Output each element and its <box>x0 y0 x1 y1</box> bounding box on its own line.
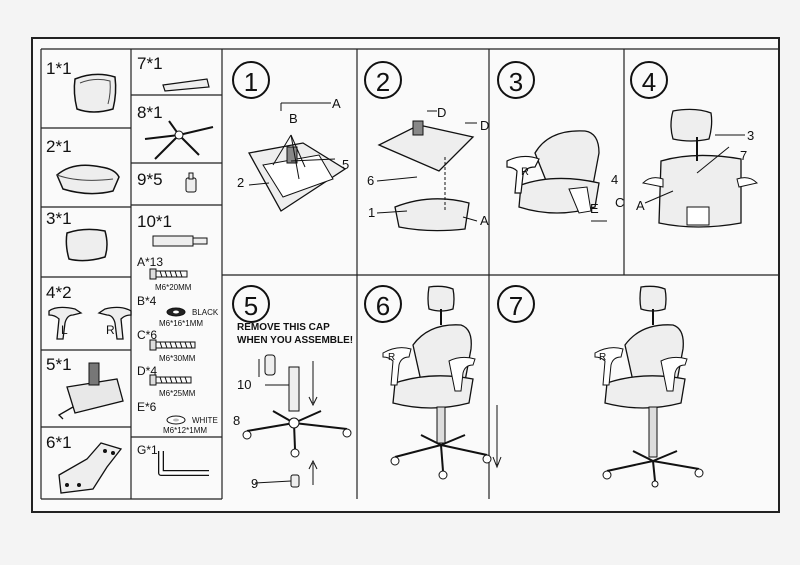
step-7-armrest-letter: R <box>599 352 607 363</box>
step-5-warning-line-2: WHEN YOU ASSEMBLE! <box>237 335 354 346</box>
step-4-drawing <box>641 108 758 228</box>
step-6-chair-drawing <box>382 285 502 480</box>
part-10-label: 10*1 <box>137 212 172 231</box>
hardware-a-size: M6*20MM <box>155 283 192 292</box>
step-5-callout-10: 10 <box>237 377 252 392</box>
part-1-backrest-drawing <box>73 73 117 113</box>
step-2-callout-6: 6 <box>367 173 375 188</box>
step-2-callout-d2: D <box>480 118 490 133</box>
hardware-d-size: M6*25MM <box>159 389 196 398</box>
part-2-label: 2*1 <box>46 137 72 156</box>
grid-lines <box>40 48 778 500</box>
step-3-callout-4: 4 <box>611 172 619 187</box>
step-2-callout-d1: D <box>437 105 447 120</box>
step-2-number: 2 <box>364 61 402 99</box>
hardware-g-label: G*1 <box>137 443 158 457</box>
step-4-callout-3: 3 <box>747 128 755 143</box>
bolt-a-icon <box>149 268 188 280</box>
washer-b-icon <box>166 307 186 317</box>
washer-e-icon <box>166 415 186 425</box>
step-5-callout-8: 8 <box>233 413 241 428</box>
step-6-number: 6 <box>364 285 402 323</box>
step-5-warning-line-1: REMOVE THIS CAP <box>237 322 330 333</box>
part-4-armrests-drawing <box>48 306 132 340</box>
hardware-a-label: A*13 <box>137 255 164 269</box>
step-3-callout-c: C <box>615 195 625 210</box>
bolt-d-icon <box>149 374 192 386</box>
part-10-gaslift-drawing <box>152 235 208 247</box>
armrest-right-letter: R <box>106 323 115 337</box>
part-3-label: 3*1 <box>46 209 72 228</box>
step-1-drawing <box>247 102 347 212</box>
hardware-c-label: C*6 <box>137 328 158 342</box>
step-1-callout-2: 2 <box>237 175 245 190</box>
step-3-number: 3 <box>497 61 535 99</box>
step-1-callout-b: B <box>289 111 298 126</box>
hardware-b-label: B*4 <box>137 294 157 308</box>
step-2-drawing <box>376 110 478 232</box>
part-3-headrest-drawing <box>65 228 108 262</box>
part-2-seat-drawing <box>56 164 120 195</box>
step-7-chair-drawing <box>594 285 704 488</box>
part-8-label: 8*1 <box>137 103 163 122</box>
step-5-callout-9: 9 <box>251 476 259 491</box>
hardware-e-label: E*6 <box>137 400 157 414</box>
part-7-label: 7*1 <box>137 54 163 73</box>
step-4-callout-a: A <box>636 198 645 213</box>
part-6-label: 6*1 <box>46 433 72 452</box>
part-7-plate-drawing <box>162 78 210 92</box>
step-5-drawing <box>242 354 352 488</box>
part-4-label: 4*2 <box>46 283 72 302</box>
step-2-callout-1: 1 <box>368 205 376 220</box>
step-4-number: 4 <box>630 61 668 99</box>
hardware-e-color: WHITE <box>192 416 218 425</box>
part-5-label: 5*1 <box>46 355 72 374</box>
part-9-caster-drawing <box>185 172 197 193</box>
step-1-callout-5: 5 <box>342 157 350 172</box>
hardware-e-size: M6*12*1MM <box>163 426 208 435</box>
step-3-callout-e: E <box>590 201 599 216</box>
hardware-b-color: BLACK <box>192 308 219 317</box>
part-9-label: 9*5 <box>137 170 163 189</box>
bolt-c-icon <box>149 339 196 351</box>
part-6-bracket-drawing <box>58 442 123 494</box>
step-3-armrest-letter: R <box>521 166 529 178</box>
part-5-mechanism-drawing <box>57 362 124 420</box>
part-1-label: 1*1 <box>46 59 72 78</box>
instruction-sheet: 1*1 2*1 3*1 4*2 L R 5*1 6*1 7*1 8*1 <box>31 37 780 513</box>
step-6-armrest-letter: R <box>388 352 396 363</box>
step-1-callout-a: A <box>332 96 341 111</box>
allen-key-g-icon <box>158 451 209 476</box>
step-4-callout-7: 7 <box>740 148 748 163</box>
step-2-callout-a: A <box>480 213 489 228</box>
part-8-base-drawing <box>144 120 214 160</box>
hardware-b-size: M6*16*1MM <box>159 319 204 328</box>
step-5-number: 5 <box>232 285 270 323</box>
armrest-left-letter: L <box>61 323 68 337</box>
step-1-number: 1 <box>232 61 270 99</box>
hardware-c-size: M6*30MM <box>159 354 196 363</box>
step-3-drawing <box>506 130 607 222</box>
step-7-number: 7 <box>497 285 535 323</box>
